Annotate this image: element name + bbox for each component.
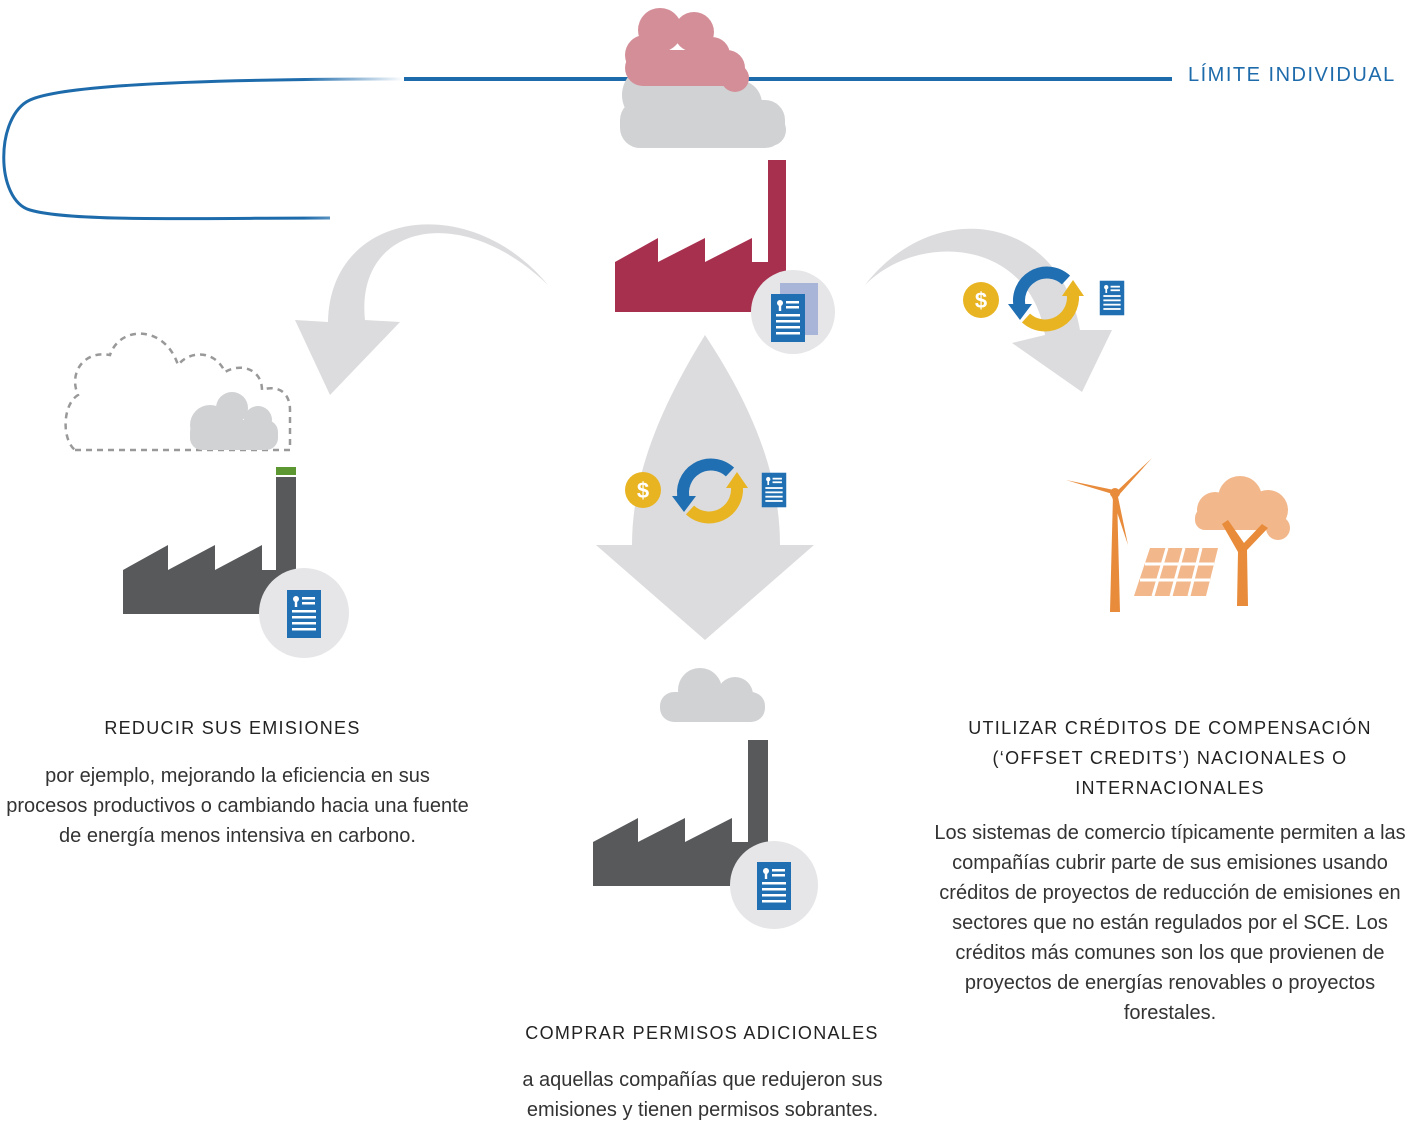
right-exchange-icons: $ — [963, 273, 1125, 326]
buy-permits-title: COMPRAR PERMISOS ADICIONALES — [525, 1023, 879, 1043]
reduce-emissions-text: por ejemplo, mejorando la eficiencia en … — [6, 765, 469, 847]
wind-turbine-icon — [1066, 458, 1152, 612]
dollar-coin-icon: $ — [637, 478, 649, 503]
individual-boundary-line — [2, 77, 1172, 221]
middle-exchange-icons: $ — [625, 465, 787, 518]
left-curved-arrow — [295, 224, 548, 395]
offset-credits-text: Los sistemas de comercio típicamente per… — [934, 822, 1406, 1024]
dollar-coin-icon: $ — [975, 288, 987, 313]
reduced-cloud-icon — [64, 332, 292, 452]
solar-panel-grid — [1140, 547, 1214, 597]
tree-icon — [1195, 476, 1290, 606]
down-arrow — [596, 335, 814, 640]
buying-factory-icon — [593, 740, 818, 929]
small-cloud-icon — [660, 668, 765, 722]
reduced-factory-icon — [123, 467, 349, 658]
individual-boundary-label: LÍMITE INDIVIDUAL — [1188, 64, 1396, 86]
emitting-factory-icon — [615, 160, 835, 354]
offset-credits-title: UTILIZAR CRÉDITOS DE COMPENSACIÓN (‘OFFS… — [968, 718, 1372, 798]
emissions-cloud-icon — [620, 8, 786, 148]
reduce-emissions-title: REDUCIR SUS EMISIONES — [104, 718, 361, 738]
buy-permits-text: a aquellas compañías que redujeron sus e… — [522, 1069, 883, 1121]
